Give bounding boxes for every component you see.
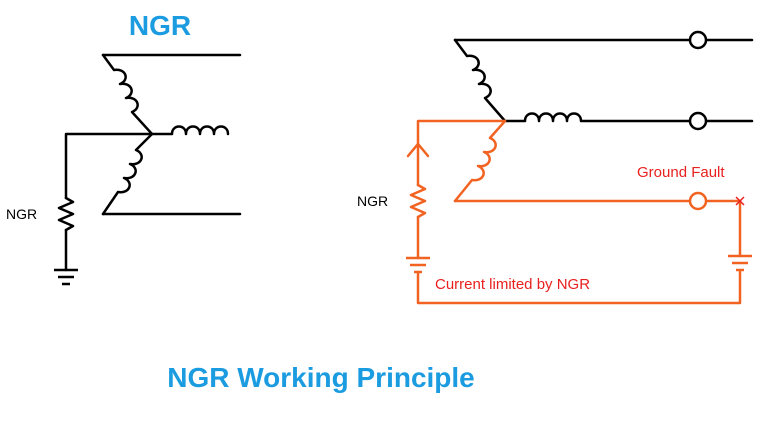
right-ngr-label: NGR — [357, 193, 388, 209]
left-winding-middle — [150, 125, 230, 136]
right-terminal-b — [688, 111, 708, 131]
right-ngr-resistor — [409, 183, 427, 219]
left-ground-icon — [54, 268, 78, 286]
left-transformer — [57, 53, 242, 272]
left-winding-upper — [101, 53, 154, 136]
current-direction-arrow-icon — [406, 142, 430, 158]
footer-caption: NGR Working Principle — [167, 362, 475, 393]
fault-point-icon — [735, 196, 745, 206]
right-winding-lower — [453, 119, 507, 203]
right-winding-upper — [453, 38, 507, 123]
fault-current-path — [409, 119, 742, 305]
left-neutral-wire — [64, 132, 154, 200]
right-ground-icon — [406, 256, 430, 274]
current-limited-label: Current limited by NGR — [435, 276, 590, 293]
right-transformer — [453, 38, 754, 123]
right-terminal-a — [688, 30, 708, 50]
right-terminal-c — [688, 191, 708, 211]
page-title: NGR — [129, 10, 191, 41]
right-neutral-wire — [416, 119, 507, 187]
left-ngr-label: NGR — [6, 206, 37, 222]
left-winding-lower — [101, 132, 154, 216]
fault-ground-icon — [728, 254, 752, 272]
right-winding-middle — [503, 112, 692, 123]
return-current-path — [416, 270, 742, 305]
ground-fault-label: Ground Fault — [637, 164, 725, 181]
left-ngr-resistor — [57, 196, 75, 232]
